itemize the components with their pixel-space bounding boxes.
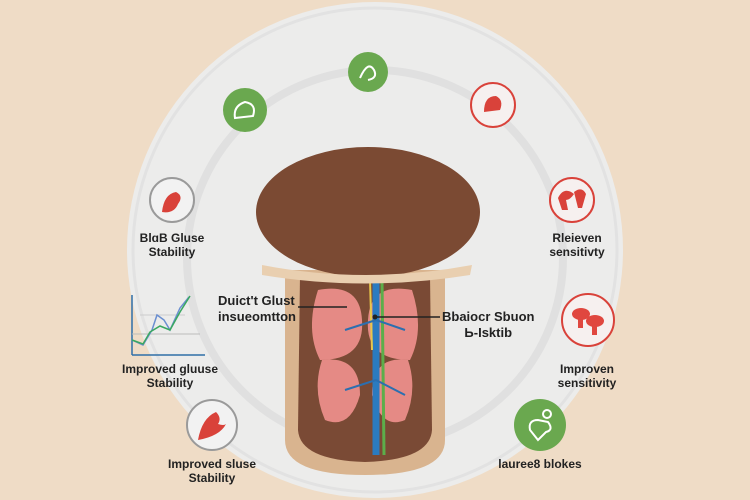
green-icon-upper-left xyxy=(223,88,267,132)
glucose-chart xyxy=(131,295,205,356)
chart-series-green xyxy=(131,295,191,345)
mushroom-icon-right xyxy=(549,177,595,223)
mushroom-organ-illustration xyxy=(256,147,480,475)
liver-icon-left xyxy=(149,177,195,223)
liver-icon-bottom xyxy=(186,399,238,451)
red-icon-upper-right xyxy=(470,82,516,128)
green-icon-bottom xyxy=(514,399,566,451)
mushrooms-icon xyxy=(561,293,615,347)
green-icon-top xyxy=(348,52,388,92)
label-bottom-right: lauree8 blokes xyxy=(498,457,582,471)
